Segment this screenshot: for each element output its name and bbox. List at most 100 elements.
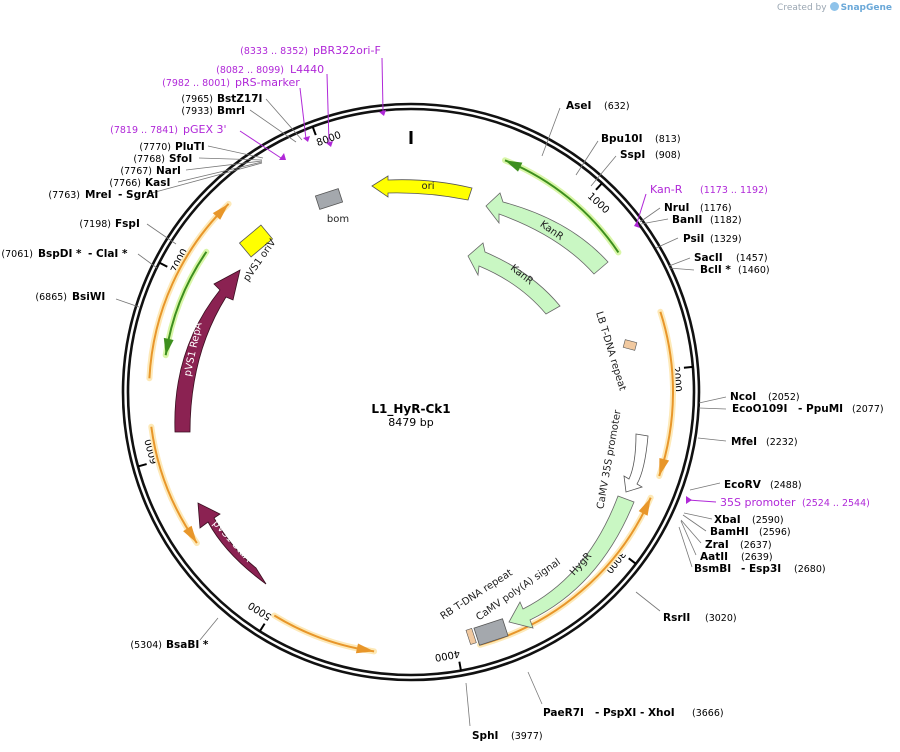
site-name: SacII — [694, 252, 723, 264]
site-pos: (6865) — [35, 292, 67, 303]
primer-name: pGEX 3' — [183, 123, 227, 136]
site-sacii[interactable]: SacII (1457) — [668, 252, 768, 267]
site-pos: (3666) — [692, 708, 724, 719]
site-mfei[interactable]: MfeI (2232) — [697, 436, 798, 448]
site-pos: (7768) — [133, 154, 165, 165]
feature-lb-tdna[interactable]: LB T-DNA repeat — [593, 310, 638, 392]
site-pos: (7965) — [181, 94, 213, 105]
feature-tracks — [146, 157, 676, 655]
feature-pvs1-staa[interactable]: pVS1 StaA — [197, 502, 267, 585]
track-bottom — [271, 612, 378, 655]
site-name-extra: - PspXI - XhoI — [595, 707, 675, 719]
site-bsabi[interactable]: (5304) BsaBI * — [130, 617, 219, 651]
site-pos: (7933) — [181, 106, 213, 117]
site-name-extra: - ClaI * — [88, 248, 128, 260]
primer-range: (7982 .. 8001) — [162, 78, 230, 89]
lb-tdna-label: LB T-DNA repeat — [593, 310, 628, 392]
site-name: BanII — [672, 214, 702, 226]
site-mrei[interactable]: (7763) MreI - SgrAI — [48, 162, 263, 201]
track-left-lower-glow — [148, 423, 200, 547]
site-name: FspI — [115, 218, 140, 230]
feature-ori[interactable]: ori — [371, 175, 473, 201]
camv-35s-label: CaMV 35S promoter — [595, 408, 623, 510]
site-name: SfoI — [169, 153, 192, 165]
site-pos: (2052) — [768, 392, 800, 403]
site-paer7i[interactable]: PaeR7I - PspXI - XhoI (3666) — [527, 671, 724, 719]
track-left-upper-line — [148, 203, 230, 379]
site-pos: (2637) — [740, 540, 772, 551]
feature-camv-35s-promoter[interactable]: CaMV 35S promoter — [595, 408, 649, 510]
feature-kanr-inner[interactable]: KanR — [467, 242, 561, 315]
site-name: MreI — [85, 189, 112, 201]
site-pos: (908) — [655, 150, 681, 161]
tick-4000: 4000 — [434, 647, 462, 671]
site-bmri[interactable]: (7933) BmrI — [181, 105, 297, 143]
branding-prefix: Created by — [777, 3, 827, 13]
site-nrui[interactable]: NruI (1176) — [639, 202, 732, 223]
site-zrai[interactable]: ZraI (2637) — [680, 519, 772, 551]
site-asei[interactable]: AseI (632) — [541, 100, 630, 157]
site-bsiwi[interactable]: (6865) BsiWI — [35, 291, 140, 308]
site-xbai[interactable]: XbaI (2590) — [683, 512, 784, 526]
site-kasi[interactable]: (7766) KasI — [109, 161, 263, 189]
primer-range: (1173 .. 1192) — [700, 185, 768, 196]
site-name: BsiWI — [72, 291, 105, 303]
primer-35s-promoter[interactable]: 35S promoter (2524 .. 2544) — [686, 496, 870, 509]
site-name: PluTI — [175, 141, 205, 153]
site-name: BsaBI * — [166, 639, 209, 651]
primer-l4440[interactable]: (8082 .. 8099) L4440 — [216, 63, 333, 147]
track-left-lower — [148, 423, 200, 547]
track-kanr-green — [502, 157, 622, 256]
track-kanr-green-arrow — [505, 160, 523, 172]
primer-name: pRS-marker — [235, 76, 300, 89]
site-pos: (632) — [604, 101, 630, 112]
site-name: BamHI — [710, 526, 749, 538]
site-pos: (1457) — [736, 253, 768, 264]
site-ecorv[interactable]: EcoRV (2488) — [689, 479, 802, 491]
site-rsrii[interactable]: RsrII (3020) — [635, 591, 737, 624]
site-ncoi[interactable]: NcoI (2052) — [698, 391, 800, 404]
site-pos: (1176) — [700, 203, 732, 214]
track-left-lower-arrow — [183, 525, 197, 544]
site-name: PaeR7I — [543, 707, 584, 719]
primer-prs-marker[interactable]: (7982 .. 8001) pRS-marker — [162, 76, 310, 142]
site-nari[interactable]: (7767) NarI — [120, 160, 263, 177]
site-pluti[interactable]: (7770) PluTI — [139, 141, 264, 159]
site-bspdi[interactable]: (7061) BspDI * - ClaI * — [1, 248, 158, 269]
primer-kan-r[interactable]: Kan-R (1173 .. 1192) — [634, 183, 768, 228]
site-name: AatII — [700, 551, 728, 563]
primer-name: Kan-R — [650, 183, 683, 196]
site-name: EcoO109I — [732, 403, 787, 415]
site-pos: (1460) — [738, 265, 770, 276]
track-right-upper — [656, 308, 676, 479]
ori-label: ori — [421, 181, 434, 192]
primer-pgex-3[interactable]: (7819 .. 7841) pGEX 3' — [110, 123, 286, 160]
site-fspi[interactable]: (7198) FspI — [79, 218, 177, 245]
site-pos: (2590) — [752, 515, 784, 526]
track-right-lower — [477, 494, 654, 648]
feature-pvs1-oriv[interactable]: pVS1 oriV — [238, 224, 279, 284]
site-bcli[interactable]: BclI * (1460) — [668, 264, 770, 276]
site-bstz17i[interactable]: (7965) BstZ17I — [181, 93, 303, 141]
site-name: RsrII — [663, 612, 690, 624]
site-pos: (7770) — [139, 142, 171, 153]
site-pos: (2680) — [794, 564, 826, 575]
site-sspi[interactable]: SspI (908) — [590, 149, 681, 187]
site-pos: (1329) — [710, 234, 742, 245]
track-left-upper — [146, 200, 232, 382]
site-bpu10i[interactable]: Bpu10I (813) — [575, 133, 681, 176]
site-name-extra: - Esp3I — [741, 563, 781, 575]
site-bsmbi[interactable]: BsmBI - Esp3I (2680) — [678, 526, 826, 575]
site-bamhi[interactable]: BamHI (2596) — [682, 514, 791, 538]
primer-pbr322ori-f[interactable]: (8333 .. 8352) pBR322ori-F — [240, 44, 386, 116]
site-name: Bpu10I — [601, 133, 643, 145]
site-aatii[interactable]: AatII (2639) — [680, 520, 773, 563]
bom-label: bom — [327, 214, 349, 225]
site-sfoi[interactable]: (7768) SfoI — [133, 153, 263, 165]
site-pos: (2232) — [766, 437, 798, 448]
site-banii[interactable]: BanII (1182) — [640, 214, 742, 226]
site-sphi[interactable]: SphI (3977) — [465, 682, 543, 742]
feature-bom[interactable]: bom — [314, 188, 349, 225]
site-psii[interactable]: PsiI (1329) — [655, 233, 742, 249]
site-ecoo109i[interactable]: EcoO109I - PpuMI (2077) — [698, 403, 884, 415]
